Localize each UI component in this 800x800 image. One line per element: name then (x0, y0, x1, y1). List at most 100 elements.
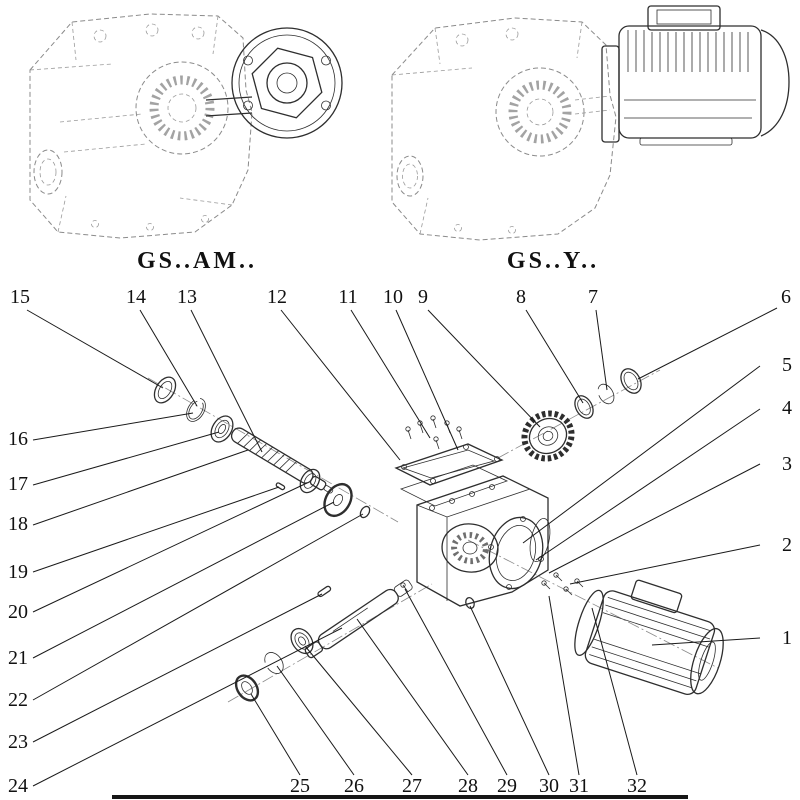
callout-label-7: 7 (588, 286, 598, 308)
leader-line-14 (139, 309, 198, 407)
spline-hub-icon (508, 80, 572, 144)
leader-line-13 (190, 309, 263, 453)
callout-label-16: 16 (8, 428, 28, 450)
callout-label-25: 25 (290, 775, 310, 797)
leader-line-9 (427, 309, 541, 428)
leader-line-16 (32, 412, 194, 441)
leader-line-8 (525, 309, 584, 404)
callout-label-32: 32 (627, 775, 647, 797)
terminal-box-icon (647, 5, 721, 31)
callout-label-8: 8 (516, 286, 526, 308)
part-snap-ring-7 (597, 383, 615, 405)
callout-label-30: 30 (539, 775, 559, 797)
part-gear-9 (521, 410, 575, 462)
part-screw-29 (400, 582, 409, 593)
leader-line-7 (595, 309, 608, 391)
callout-label-13: 13 (177, 286, 197, 308)
leader-line-17 (32, 431, 220, 486)
part-cover-plate (394, 443, 504, 486)
motor-drawing-gs-y (601, 5, 790, 146)
callout-label-28: 28 (458, 775, 478, 797)
callout-label-26: 26 (344, 775, 364, 797)
part-cover-screws (405, 415, 463, 450)
leader-line-5 (522, 365, 761, 544)
leader-line-26 (276, 665, 355, 776)
callout-label-11: 11 (338, 286, 357, 308)
leader-line-4 (535, 408, 761, 561)
leader-line-15 (26, 309, 164, 389)
assembly-axis-lines (147, 369, 719, 703)
callout-label-1: 1 (782, 627, 792, 649)
terminal-box-icon (630, 579, 683, 614)
callout-label-10: 10 (383, 286, 403, 308)
leader-line-11 (350, 309, 431, 439)
model-label-gs-am: GS..AM.. (137, 248, 257, 274)
part-snap-ring-16 (186, 398, 206, 422)
callout-label-3: 3 (782, 453, 792, 475)
leader-line-2 (569, 544, 761, 585)
leader-line-10 (395, 309, 459, 451)
part-housing (416, 475, 551, 607)
callout-label-14: 14 (126, 286, 146, 308)
leader-line-19 (32, 486, 280, 573)
leader-line-31 (548, 595, 580, 776)
leader-line-1 (651, 637, 761, 646)
bottom-border (112, 795, 688, 799)
callout-label-9: 9 (418, 286, 428, 308)
part-plug-30 (465, 597, 475, 609)
callout-label-24: 24 (8, 775, 28, 797)
part-disc-21 (323, 482, 353, 518)
callout-label-29: 29 (497, 775, 517, 797)
callout-label-20: 20 (8, 601, 28, 623)
leader-line-32 (591, 607, 638, 776)
callout-label-31: 31 (569, 775, 589, 797)
leader-line-25 (250, 693, 301, 776)
callout-label-19: 19 (8, 561, 28, 583)
callout-label-27: 27 (402, 775, 422, 797)
callout-label-5: 5 (782, 354, 792, 376)
spline-hub-icon (149, 75, 215, 141)
part-motor (574, 579, 724, 695)
callout-label-18: 18 (8, 513, 28, 535)
callout-label-6: 6 (781, 286, 791, 308)
leader-line-23 (32, 593, 323, 743)
part-bearing-20 (299, 468, 321, 494)
callout-label-23: 23 (8, 731, 28, 753)
part-seal-ring-15 (153, 376, 177, 404)
part-output-shaft (304, 579, 413, 659)
part-output-flange-5 (488, 516, 544, 590)
part-gasket (399, 464, 509, 507)
leader-line-3 (548, 463, 761, 574)
part-snap-ring-26 (264, 652, 284, 674)
leader-line-12 (280, 309, 401, 461)
leader-line-6 (637, 307, 778, 380)
part-flange-screws (541, 572, 584, 596)
leader-line-24 (32, 627, 343, 787)
callout-label-21: 21 (8, 647, 28, 669)
flange-gs-am (231, 27, 343, 139)
gearbox-drawing-gs-y (391, 17, 617, 241)
part-bearing-17 (210, 415, 234, 443)
leader-line-22 (32, 513, 364, 701)
callout-label-12: 12 (267, 286, 287, 308)
part-worm-shaft (230, 427, 334, 494)
leader-line-20 (32, 482, 308, 613)
callout-label-15: 15 (10, 286, 30, 308)
part-key-pin-19 (275, 482, 286, 491)
leader-line-30 (469, 605, 550, 776)
callout-label-2: 2 (782, 534, 792, 556)
exploded-view: 1234567891011121314151617181920212223242… (8, 286, 792, 797)
callout-label-17: 17 (8, 473, 28, 495)
part-ring-6 (620, 368, 642, 394)
leader-line-21 (32, 501, 335, 659)
leader-line-29 (404, 588, 508, 776)
model-label-gs-y: GS..Y.. (506, 248, 600, 274)
leader-line-18 (32, 449, 249, 526)
gearbox-drawing-gs-am (29, 13, 253, 239)
callout-label-4: 4 (782, 397, 792, 419)
part-bearing-27 (290, 627, 314, 655)
leader-line-28 (356, 618, 469, 776)
